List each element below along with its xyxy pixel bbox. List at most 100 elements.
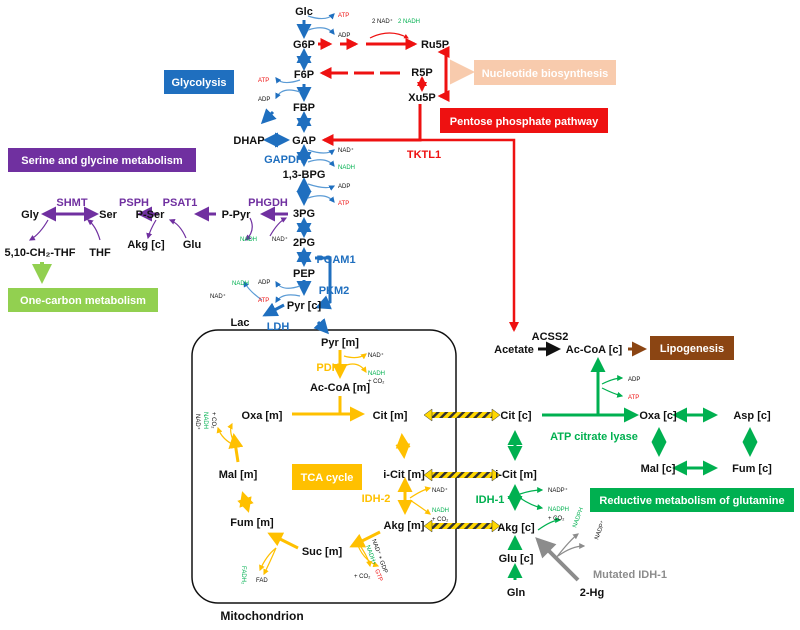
- metabolite-oxa-c: Oxa [c]: [639, 410, 677, 422]
- metabolite-asp-c: Asp [c]: [733, 410, 771, 422]
- cof-nad-phgdh: NAD⁺: [272, 236, 288, 243]
- cof-nad-ldh: NAD⁺: [210, 293, 226, 300]
- nucleotide-label: Nucleotide biosynthesis: [482, 68, 609, 80]
- serine-label: Serine and glycine metabolism: [21, 155, 183, 167]
- cof-atp-pk: ATP: [258, 298, 269, 304]
- metabolite-g6p: G6P: [293, 39, 315, 51]
- tca-cofactor-curves: [216, 353, 432, 576]
- enzyme-phgdh: PHGDH: [248, 197, 288, 209]
- lipogenesis-label: Lipogenesis: [660, 343, 724, 355]
- metabolite-2pg: 2PG: [293, 237, 315, 249]
- cof-nadh-pdh: NADH: [368, 371, 385, 377]
- cof-nad-idh2: NAD⁺: [432, 487, 448, 494]
- metabolite-icit-c: i-Cit [m]: [495, 469, 537, 481]
- metabolite-labels: Glc G6P Ru5P F6P R5P Xu5P FBP DHAP GAP 1…: [5, 6, 773, 599]
- metabolite-pyr-c: Pyr [c]: [287, 300, 322, 312]
- mutant-idh1-arrow: [535, 537, 580, 582]
- cof-nad-gapdh: NAD⁺: [338, 147, 354, 154]
- cof-adp-pgk: ADP: [338, 184, 350, 190]
- mitochondrion-label: Mitochondrion: [220, 609, 303, 623]
- one-carbon-label: One-carbon metabolism: [20, 295, 146, 307]
- metabolite-dhap: DHAP: [233, 135, 264, 147]
- metabolite-r5p: R5P: [411, 67, 432, 79]
- reductive-box: [590, 488, 794, 512]
- metabolite-glu-c: Glu [c]: [499, 553, 534, 565]
- ppp-box: [440, 108, 608, 133]
- metabolite-ser: Ser: [99, 209, 117, 221]
- mutant-cofactor-curve-2: [557, 543, 586, 557]
- cof-co2-mdh: + CO₂: [210, 412, 216, 429]
- cof-adp-pk: ADP: [258, 280, 270, 286]
- enzyme-pgam1: PGAM1: [316, 254, 355, 266]
- metabolite-xu5p: Xu5P: [408, 92, 436, 104]
- cof-co2-succ: + CO₂: [354, 574, 371, 580]
- metabolite-fbp: FBP: [293, 102, 315, 114]
- metabolite-icit-m: i-Cit [m]: [383, 469, 425, 481]
- reductive-glutamine-arrows: [507, 357, 758, 580]
- metabolite-cit-m: Cit [m]: [373, 410, 408, 422]
- cof-fadh2: FADH₂: [240, 566, 246, 585]
- metabolite-oxa-m: Oxa [m]: [242, 410, 283, 422]
- metabolite-fum-c: Fum [c]: [732, 463, 772, 475]
- transport-arrows: [423, 408, 501, 533]
- cof-fad: FAD: [256, 578, 268, 584]
- glycolysis-box: [164, 70, 234, 94]
- tca-box: [292, 464, 362, 490]
- cof-atp-hk: ATP: [338, 13, 349, 19]
- enzyme-pkm2: PKM2: [319, 285, 350, 297]
- cof-adp-acly: ADP: [628, 377, 640, 383]
- metabolite-glu-serine: Glu: [183, 239, 201, 251]
- cof-nadph-idh1: NADPH: [548, 507, 569, 513]
- cof-nadp-idh1: NADP⁺: [548, 487, 568, 494]
- cofactor-labels: ATP ADP 2 NAD⁺ 2 NADH ATP ADP NAD⁺ NADH …: [194, 13, 640, 585]
- metabolite-ru5p: Ru5P: [421, 39, 449, 51]
- glycolysis-arrows: [260, 20, 332, 335]
- cof-nadh-ldh: NADH: [232, 281, 249, 287]
- enzyme-labels: GAPDH PGAM1 PKM2 LDH TKTL1 SHMT PSPH PSA…: [56, 149, 667, 581]
- cof-nad-pdh: NAD⁺: [368, 352, 384, 359]
- cof-2nad: 2 NAD⁺: [372, 18, 393, 25]
- metabolite-glc: Glc: [295, 6, 313, 18]
- enzyme-shmt: SHMT: [56, 197, 87, 209]
- glycolysis-label: Glycolysis: [171, 77, 226, 89]
- cof-nadh-idh2: NADH: [432, 508, 449, 514]
- enzyme-gapdh: GAPDH: [264, 154, 304, 166]
- cof-nadp-mutant: NADP⁺: [593, 520, 606, 541]
- metabolite-accoa-c: Ac-CoA [c]: [566, 344, 623, 356]
- enzyme-tktl1: TKTL1: [407, 149, 441, 161]
- metabolite-pep: PEP: [293, 268, 315, 280]
- enzyme-idh1: IDH-1: [476, 494, 505, 506]
- metabolite-f6p: F6P: [294, 69, 314, 81]
- one-carbon-box: [8, 288, 158, 312]
- cof-co2-idh1: + CO₂: [548, 516, 565, 522]
- enzyme-acss2: ACSS2: [532, 331, 569, 343]
- cof-atp-pgk: ATP: [338, 201, 349, 207]
- ppp-nadh-curve: [369, 32, 409, 39]
- ppp-label: Pentose phosphate pathway: [450, 116, 599, 128]
- metabolite-akg-c-serine: Akg [c]: [127, 239, 165, 251]
- enzyme-idh2: IDH-2: [362, 493, 391, 505]
- enzyme-ldh: LDH: [267, 321, 290, 333]
- metabolite-mal-m: Mal [m]: [219, 469, 258, 481]
- enzyme-psat1: PSAT1: [163, 197, 198, 209]
- cof-adp-hk: ADP: [338, 33, 350, 39]
- metabolite-gly: Gly: [21, 209, 40, 221]
- metabolite-akg-m: Akg [m]: [384, 520, 425, 532]
- cof-gtp: GTP: [373, 569, 383, 583]
- cof-co2-idh2: + CO₂: [432, 517, 449, 523]
- cof-atp-acly: ATP: [628, 395, 639, 401]
- metabolite-pser: P-Ser: [136, 209, 165, 221]
- cof-nadh-phgdh: NADH: [240, 237, 257, 243]
- metabolite-pyr-m: Pyr [m]: [321, 337, 359, 349]
- metabolite-gln: Gln: [507, 587, 526, 599]
- metabolite-acetate: Acetate: [494, 344, 534, 356]
- metabolite-gap: GAP: [292, 135, 316, 147]
- metabolite-suc-m: Suc [m]: [302, 546, 343, 558]
- metabolite-fum-m: Fum [m]: [230, 517, 274, 529]
- metabolite-thf: THF: [89, 247, 111, 259]
- metabolite-accoa-m: Ac-CoA [m]: [310, 382, 370, 394]
- cof-nadph-mutant: NADPH: [572, 507, 585, 529]
- nucleotide-box: [474, 60, 616, 85]
- cof-atp-pfk: ATP: [258, 78, 269, 84]
